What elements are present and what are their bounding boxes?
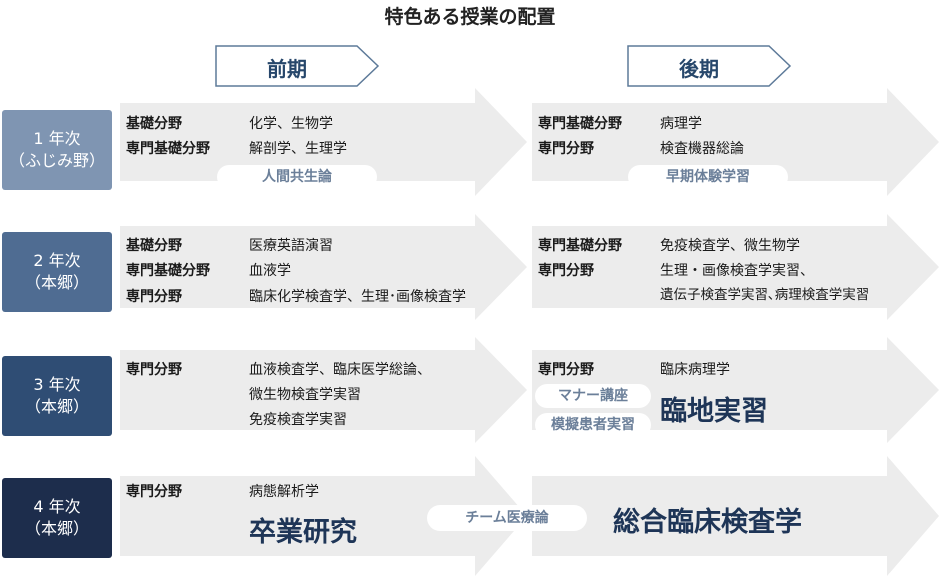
year-box-4: 4 年次 （本郷） <box>2 478 112 558</box>
row-4-first-big: 卒業研究 <box>249 517 357 548</box>
phase-second-label: 後期 <box>679 57 719 81</box>
phase-first-arrow <box>215 45 380 87</box>
row-2-first-item-3: 臨床化学検査学、生理･画像検査学 <box>249 289 466 305</box>
row-3-first-item-3: 免疫検査学実習 <box>249 412 347 428</box>
row-2-first-cat-1: 基礎分野 <box>126 238 182 254</box>
row-4-center-pill: チーム医療論 <box>427 505 587 531</box>
row-1-first-cat-1: 基礎分野 <box>126 116 182 132</box>
row-1-second-cat-2: 専門分野 <box>538 141 594 157</box>
row-1-first-item-2: 解剖学、生理学 <box>249 141 347 157</box>
row-2-first-cat-3: 専門分野 <box>126 289 182 305</box>
row-1-second-cat-1: 専門基礎分野 <box>538 116 622 132</box>
row-4-first-cat-1: 専門分野 <box>126 484 182 500</box>
row-2-second-item-1: 免疫検査学、微生物学 <box>660 238 800 254</box>
year-label: 3 年次 <box>33 375 81 394</box>
row-4-band <box>120 456 939 576</box>
row-1-second-item-2: 検査機器総論 <box>660 141 744 157</box>
row-1-first-pill: 人間共生論 <box>217 165 377 189</box>
year-box-3: 3 年次 （本郷） <box>2 356 112 436</box>
diagram-title: 特色ある授業の配置 <box>384 6 556 28</box>
row-2-first-cat-2: 専門基礎分野 <box>126 263 210 279</box>
phase-first-label: 前期 <box>267 57 307 81</box>
row-1-second-pill: 早期体験学習 <box>628 165 788 189</box>
row-4-second-big: 総合臨床検査学 <box>613 507 802 538</box>
campus-label: （本郷） <box>24 519 89 538</box>
row-2-band <box>120 214 939 320</box>
year-label: 2 年次 <box>33 251 81 270</box>
campus-label: （本郷） <box>24 397 89 416</box>
row-3-second-cat-1: 専門分野 <box>538 362 594 378</box>
year-label: 1 年次 <box>33 129 81 148</box>
row-3-first-cat-1: 専門分野 <box>126 362 182 378</box>
row-2-first-item-1: 医療英語演習 <box>249 238 333 254</box>
row-3-second-big: 臨地実習 <box>660 396 768 427</box>
phase-second-arrow <box>627 45 792 87</box>
row-2-second-item-3: 遺伝子検査学実習､病理検査学実習 <box>660 287 870 303</box>
phase-first-header: 前期 <box>215 45 380 87</box>
year-label: 4 年次 <box>33 497 81 516</box>
campus-label: （本郷） <box>24 273 89 292</box>
row-1-first-cat-2: 専門基礎分野 <box>126 141 210 157</box>
year-box-2: 2 年次 （本郷） <box>2 232 112 312</box>
year-box-1: 1 年次 （ふじみ野） <box>2 110 112 190</box>
row-3-band <box>120 337 939 443</box>
row-4-first-item-1: 病態解析学 <box>249 484 319 500</box>
campus-label: （ふじみ野） <box>8 151 105 170</box>
row-2-second-item-2: 生理・画像検査学実習、 <box>660 263 814 279</box>
row-1-second-item-1: 病理学 <box>660 116 702 132</box>
row-3-second-item-1: 臨床病理学 <box>660 362 730 378</box>
row-2-first-item-2: 血液学 <box>249 263 291 279</box>
row-3-first-item-2: 微生物検査学実習 <box>249 387 361 403</box>
phase-second-header: 後期 <box>627 45 792 87</box>
row-3-second-pill-2: 模擬患者実習 <box>535 413 651 437</box>
row-2-second-cat-2: 専門分野 <box>538 263 594 279</box>
row-2-second-cat-1: 専門基礎分野 <box>538 238 622 254</box>
row-3-first-item-1: 血液検査学、臨床医学総論、 <box>249 362 431 378</box>
row-3-second-pill-1: マナー講座 <box>535 384 651 408</box>
row-1-first-item-1: 化学、生物学 <box>249 116 333 132</box>
